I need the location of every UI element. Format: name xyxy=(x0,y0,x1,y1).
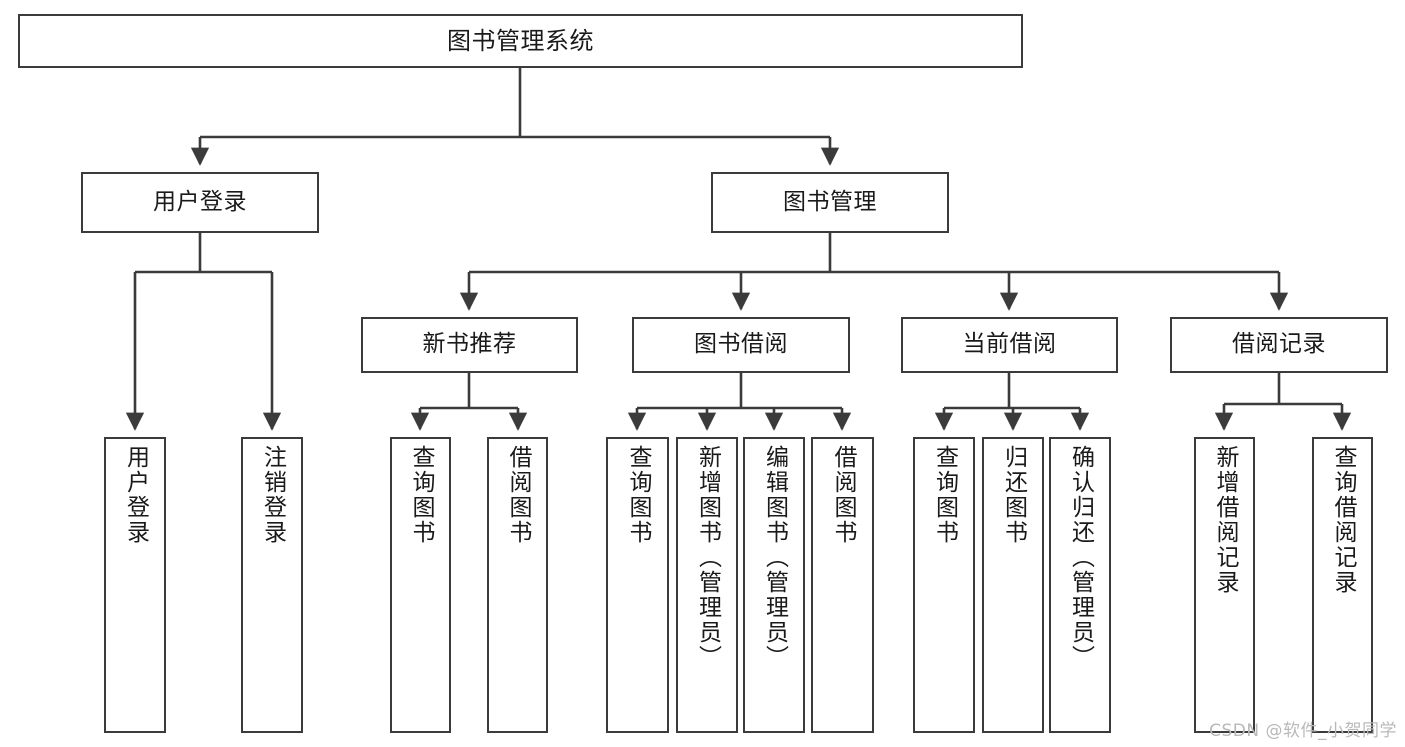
leaf-query-book-1[interactable]: 查询图书 xyxy=(390,437,451,733)
node-book-borrow[interactable]: 图书借阅 xyxy=(632,317,850,373)
leaf-add-record-label: 新增借阅记录 xyxy=(1212,445,1238,595)
watermark: CSDN @软件_小贺同学 xyxy=(1209,721,1397,741)
leaf-logout-label: 注销登录 xyxy=(259,445,286,545)
leaf-return-book-label: 归还图书 xyxy=(1000,445,1027,545)
node-user-login-label: 用户登录 xyxy=(153,188,247,215)
leaf-add-book[interactable]: 新增图书（管理员） xyxy=(676,437,738,733)
node-current-borrow-label: 当前借阅 xyxy=(962,331,1057,358)
leaf-user-login[interactable]: 用户登录 xyxy=(104,437,166,733)
leaf-query-book-2[interactable]: 查询图书 xyxy=(606,437,669,733)
node-root-system[interactable]: 图书管理系统 xyxy=(18,14,1023,68)
leaf-query-record-label: 查询借阅记录 xyxy=(1330,445,1356,595)
leaf-borrow-book-2-label: 借阅图书 xyxy=(830,445,856,545)
leaf-return-book[interactable]: 归还图书 xyxy=(982,437,1044,733)
leaf-confirm-return-label: 确认归还（管理员） xyxy=(1067,445,1094,670)
node-book-manage-label: 图书管理 xyxy=(783,188,877,215)
leaf-borrow-book-1-label: 借阅图书 xyxy=(505,445,531,545)
leaf-query-record[interactable]: 查询借阅记录 xyxy=(1312,437,1373,733)
node-book-manage[interactable]: 图书管理 xyxy=(711,172,949,233)
leaf-query-book-1-label: 查询图书 xyxy=(408,445,434,545)
leaf-edit-book-label: 编辑图书（管理员） xyxy=(761,445,788,670)
node-book-borrow-label: 图书借阅 xyxy=(694,331,788,358)
node-current-borrow[interactable]: 当前借阅 xyxy=(901,317,1118,373)
node-borrow-record-label: 借阅记录 xyxy=(1232,331,1326,358)
node-root-label: 图书管理系统 xyxy=(447,26,594,55)
node-new-book-rec-label: 新书推荐 xyxy=(422,331,517,358)
leaf-borrow-book-2[interactable]: 借阅图书 xyxy=(811,437,874,733)
leaf-add-book-label: 新增图书（管理员） xyxy=(694,445,721,670)
node-new-book-rec[interactable]: 新书推荐 xyxy=(361,317,578,373)
leaf-query-book-3[interactable]: 查询图书 xyxy=(913,437,975,733)
leaf-query-book-3-label: 查询图书 xyxy=(931,445,958,545)
leaf-edit-book[interactable]: 编辑图书（管理员） xyxy=(743,437,805,733)
node-borrow-record[interactable]: 借阅记录 xyxy=(1170,317,1388,373)
leaf-confirm-return[interactable]: 确认归还（管理员） xyxy=(1049,437,1111,733)
leaf-add-record[interactable]: 新增借阅记录 xyxy=(1194,437,1255,733)
leaf-logout[interactable]: 注销登录 xyxy=(241,437,303,733)
leaf-borrow-book-1[interactable]: 借阅图书 xyxy=(487,437,548,733)
leaf-query-book-2-label: 查询图书 xyxy=(625,445,651,545)
node-user-login[interactable]: 用户登录 xyxy=(81,172,319,233)
leaf-user-login-label: 用户登录 xyxy=(122,445,149,545)
